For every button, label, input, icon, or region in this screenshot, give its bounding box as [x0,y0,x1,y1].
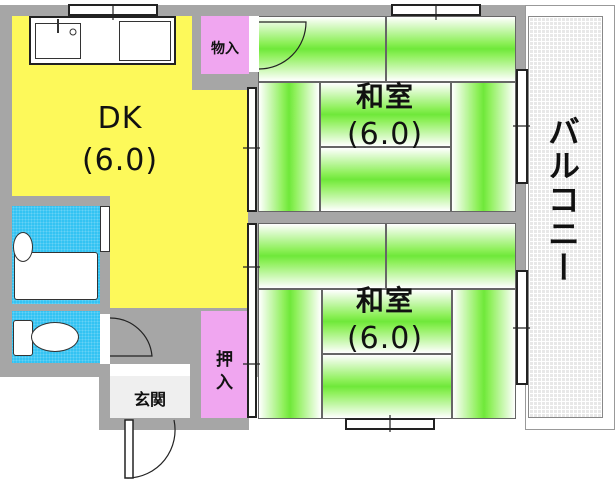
closet-char-2: 入 [216,373,233,393]
entrance-floor [110,376,190,418]
bathtub [14,252,98,300]
dk-size: (6.0) [81,143,159,178]
washitsu-south [258,223,518,419]
stove [119,21,171,61]
washitsu-south-label: 和室 [355,284,414,317]
entrance-step [110,364,190,376]
sliding-door-dk-north[interactable] [247,87,257,212]
dk-floor-lower [110,190,248,308]
storage-small [201,16,249,74]
tatami [258,289,322,419]
washitsu-south-size: (6.0) [346,321,424,356]
washitsu-north-label: 和室 [355,80,414,113]
dk-label: DK [97,101,143,136]
closet-char-1: 押 [216,350,233,370]
entrance-label: 玄関 [133,390,166,409]
washitsu-north-size: (6.0) [346,117,424,152]
tatami [258,16,386,82]
dk-floor-mid [192,90,248,200]
washitsu-north [258,16,518,212]
tatami [452,289,516,419]
sliding-door-dk-south[interactable] [247,223,257,418]
bathroom-door[interactable] [100,206,110,252]
tatami [386,16,516,82]
closet [201,311,248,418]
tatami [451,82,516,212]
balcony-label: バルコニー [543,115,581,285]
tatami [322,289,452,354]
tatami [258,82,320,212]
tatami [320,147,451,212]
balcony-floor [528,16,603,418]
tatami [320,82,451,147]
washbasin [13,232,33,262]
storage-small-label: 物入 [211,41,239,57]
tatami [258,223,386,289]
tatami [386,223,516,289]
toilet-bowl [31,322,79,352]
storage-door[interactable] [249,16,259,72]
